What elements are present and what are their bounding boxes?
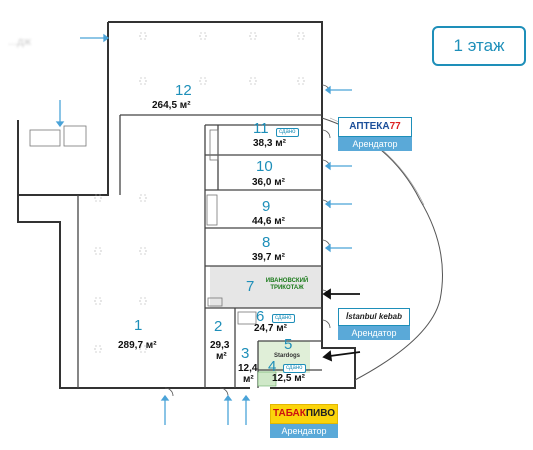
apteka-tenant-label: Арендатор <box>338 137 412 151</box>
unit-11-number: 11 <box>253 120 269 137</box>
apteka-logo-text: АПТЕКА <box>349 121 390 132</box>
inner-walls <box>77 114 322 388</box>
floor-badge: 1 этаж <box>432 26 526 66</box>
unit-12-area: 264,5 м² <box>152 100 191 111</box>
unit-6-status: сдано <box>272 314 295 323</box>
curved-facade <box>321 117 443 381</box>
unit-5-number: 5 <box>284 336 293 353</box>
unit-2-number: 2 <box>214 318 223 335</box>
blurred-caption: ...дж <box>8 36 31 48</box>
unit-3-area-unit: м² <box>243 374 254 385</box>
kebab-logo: İstanbul kebab <box>338 308 410 326</box>
apteka-logo: АПТЕКА77 <box>338 117 412 137</box>
unit-3-area-value: 12,4 <box>238 363 258 374</box>
unit-2-area-value: 29,3 <box>210 340 230 351</box>
unit-4-area: 12,5 м² <box>272 373 305 384</box>
unit-2-area-unit: м² <box>216 351 227 362</box>
unit-1-area: 289,7 м² <box>118 340 157 351</box>
apteka-logo-mark: 77 <box>389 121 401 132</box>
unit-12-number: 12 <box>175 82 192 99</box>
tenant-tag-tabak: ТАБАКПИВО Арендатор <box>270 404 338 438</box>
entrance-arrows <box>55 33 352 425</box>
unit-10-number: 10 <box>256 158 273 175</box>
unit-7-tenant-sign: ИВАНОВСКИЙ ТРИКОТАЖ <box>265 278 309 291</box>
unit-7-fill <box>210 266 322 308</box>
tabak-logo: ТАБАКПИВО <box>270 404 338 424</box>
unit-5-tenant-sign: Stardogs <box>273 353 300 359</box>
tenant-tag-apteka: АПТЕКА77 Арендатор <box>338 117 412 151</box>
unit-8-number: 8 <box>262 234 271 251</box>
unit-9-area: 44,6 м² <box>252 216 285 227</box>
unit-8-area: 39,7 м² <box>252 252 285 263</box>
kebab-tenant-label: Арендатор <box>338 326 410 340</box>
unit-9-number: 9 <box>262 198 271 215</box>
unit-4-status: сдано <box>283 364 306 373</box>
unit-10-area: 36,0 м² <box>252 177 285 188</box>
unit-3-number: 3 <box>241 345 250 362</box>
unit-6-number: 6 <box>256 308 265 325</box>
outer-walls <box>17 21 356 389</box>
unit-6-area: 24,7 м² <box>254 323 287 334</box>
unit-4-number: 4 <box>268 358 277 375</box>
grid-columns <box>94 32 305 353</box>
tenant-tag-kebab: İstanbul kebab Арендатор <box>338 308 410 340</box>
unit-1-number: 1 <box>134 317 143 334</box>
tenant-arrows <box>322 288 361 362</box>
unit-7-number: 7 <box>246 278 255 295</box>
unit-11-area: 38,3 м² <box>253 138 286 149</box>
tabak-logo-part1: ТАБАК <box>273 408 306 419</box>
tabak-logo-part2: ПИВО <box>305 408 335 419</box>
stair-details <box>29 125 257 325</box>
unit-11-status: сдано <box>276 128 299 137</box>
tabak-tenant-label: Арендатор <box>270 424 338 438</box>
